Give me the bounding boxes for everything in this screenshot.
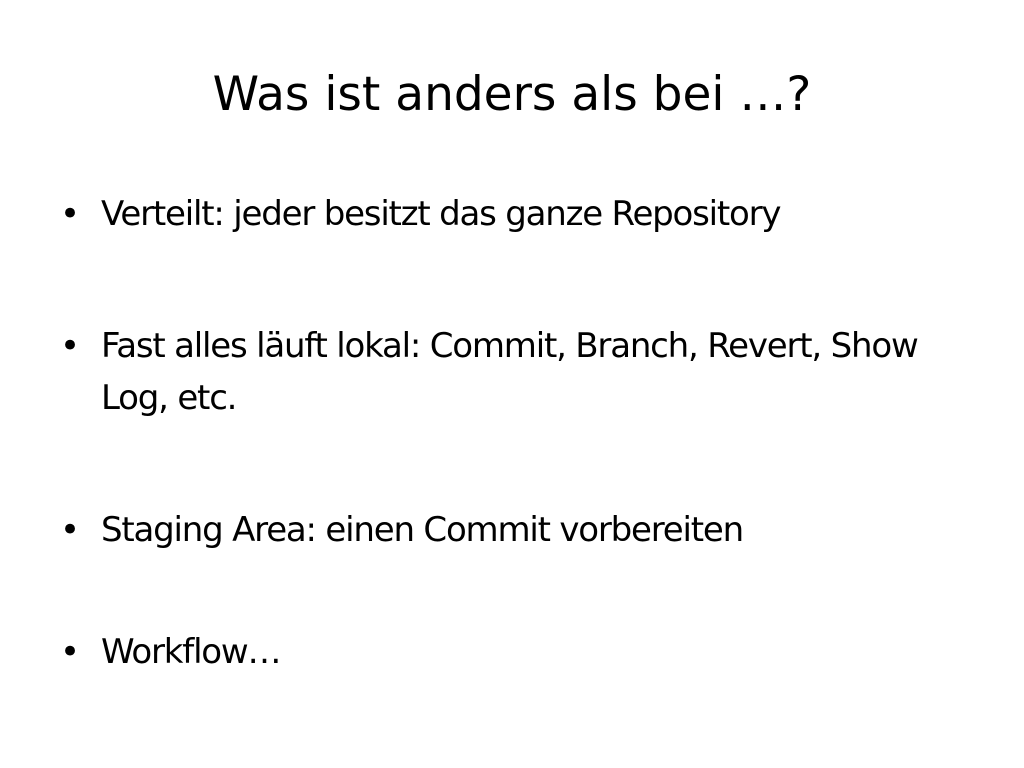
bullet-text: Workflow… xyxy=(101,632,282,672)
bullet-text: Staging Area: einen Commit vorbereiten xyxy=(101,510,744,550)
bullet-item: • Workflow… xyxy=(60,626,960,678)
bullet-dot-icon: • xyxy=(60,326,81,366)
bullet-item: • Staging Area: einen Commit vorbereiten xyxy=(60,504,960,556)
bullet-text: Verteilt: jeder besitzt das ganze Reposi… xyxy=(101,194,782,234)
bullet-dot-icon: • xyxy=(60,194,81,234)
bullet-item: • Verteilt: jeder besitzt das ganze Repo… xyxy=(60,188,960,240)
bullet-dot-icon: • xyxy=(60,510,81,550)
bullet-dot-icon: • xyxy=(60,632,81,672)
bullet-item: • Fast alles läuft lokal: Commit, Branch… xyxy=(60,320,960,424)
bullet-text: Fast alles läuft lokal: Commit, Branch, … xyxy=(101,326,919,418)
slide-title: Was ist anders als bei …? xyxy=(212,67,812,122)
